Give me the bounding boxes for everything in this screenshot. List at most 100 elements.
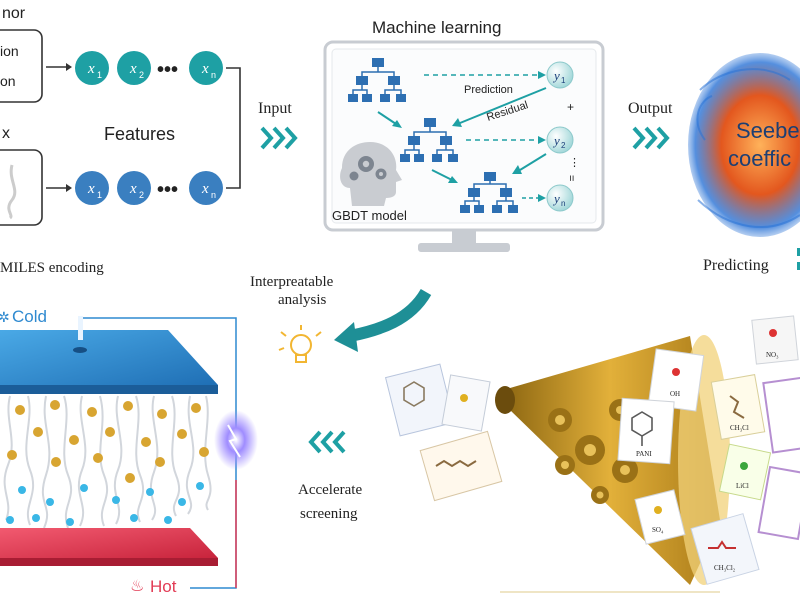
feature-dots-top: ••• bbox=[157, 59, 178, 81]
plus-sign: + bbox=[567, 100, 574, 114]
interpretable-line-2: analysis bbox=[278, 292, 326, 308]
arrowhead-icon bbox=[538, 71, 546, 79]
matrix-arrowhead bbox=[66, 184, 72, 192]
feature-input-panel: nor ion on x x 1 x 2 ••• x n Features bbox=[0, 5, 241, 276]
decision-tree-icon bbox=[348, 58, 406, 102]
svg-text:y: y bbox=[552, 133, 560, 148]
molecule-card-ch3cl: CH₃Cl bbox=[710, 374, 766, 440]
thermo-device: ✲ Cold bbox=[0, 307, 258, 596]
accelerate-line-1: Accelerate bbox=[298, 482, 362, 498]
decision-tree-icon bbox=[400, 118, 458, 162]
cold-probe bbox=[78, 316, 83, 340]
energy-streaks bbox=[696, 68, 800, 228]
gear-icon bbox=[555, 406, 630, 499]
donor-label: nor bbox=[2, 5, 26, 22]
svg-text:x: x bbox=[129, 181, 137, 197]
output-node-y1: y 1 bbox=[546, 61, 574, 89]
brain-gear-icon bbox=[340, 142, 402, 206]
prediction-label: Prediction bbox=[464, 84, 513, 96]
cold-plate bbox=[0, 330, 218, 385]
vertical-dots: ⋮ bbox=[569, 157, 580, 169]
accelerate-screening: Accelerate screening bbox=[298, 430, 362, 522]
smiles-label: MILES encoding bbox=[0, 260, 104, 276]
arrowhead-icon bbox=[452, 118, 462, 127]
lightbulb-icon bbox=[278, 325, 322, 363]
predicting-marker bbox=[797, 262, 800, 270]
molecule-card-so4: SO₄ bbox=[634, 489, 686, 545]
funnel-tip bbox=[495, 386, 515, 414]
chevron-right-icon bbox=[272, 126, 286, 150]
chevron-left-icon bbox=[332, 430, 346, 454]
gbdt-model-label: GBDT model bbox=[332, 208, 407, 223]
svg-text:x: x bbox=[201, 181, 209, 197]
svg-text:x: x bbox=[201, 61, 209, 77]
monitor-neck bbox=[452, 230, 476, 244]
feature-node-bottom-2: x 2 bbox=[117, 171, 151, 205]
chevron-left-icon bbox=[308, 430, 322, 454]
interpretable-line-1: Interpreatable bbox=[250, 274, 334, 290]
residual-arrow-1 bbox=[459, 87, 547, 124]
tree-link-arrow-1 bbox=[377, 111, 397, 125]
monitor-stand bbox=[418, 243, 510, 252]
svg-text:x: x bbox=[87, 181, 95, 197]
accelerate-line-2: screening bbox=[300, 506, 358, 522]
molecule-card-oh: OH bbox=[647, 348, 705, 412]
svg-text:y: y bbox=[552, 68, 560, 83]
feature-dots-bottom: ••• bbox=[157, 179, 178, 201]
svg-text:x: x bbox=[87, 61, 95, 77]
input-arrow: Input bbox=[258, 100, 298, 150]
svg-text:n: n bbox=[561, 199, 565, 208]
donor-line-2: on bbox=[0, 73, 16, 89]
gold-ions bbox=[7, 400, 209, 483]
seebeck-panel: Seebe coeffic Predicting bbox=[688, 53, 800, 274]
donor-line-1: ion bbox=[0, 43, 19, 59]
svg-text:x: x bbox=[129, 61, 137, 77]
arrowhead-icon bbox=[512, 165, 522, 174]
predicting-marker bbox=[797, 248, 800, 256]
molecule-card-side bbox=[757, 376, 800, 541]
input-label: Input bbox=[258, 100, 292, 117]
residual-arrow-2 bbox=[519, 153, 547, 171]
chevron-right-icon bbox=[656, 126, 670, 150]
svg-text:CH₃Cl: CH₃Cl bbox=[730, 424, 749, 432]
molecule-card-pani: PANI bbox=[617, 397, 675, 465]
ml-monitor: Machine learning bbox=[323, 18, 605, 252]
feature-node-top-1: x 1 bbox=[75, 51, 109, 85]
svg-text:1: 1 bbox=[97, 190, 102, 200]
seebeck-glow bbox=[688, 53, 800, 237]
hot-plate-edge bbox=[0, 558, 218, 566]
svg-text:PANI: PANI bbox=[636, 450, 652, 458]
feature-node-top-2: x 2 bbox=[117, 51, 151, 85]
equals-sign: = bbox=[565, 175, 577, 181]
interpretable-analysis: Interpreatable analysis bbox=[250, 274, 432, 363]
svg-text:LiCl: LiCl bbox=[736, 482, 749, 490]
analysis-arrow-shaft bbox=[348, 288, 432, 342]
flame-icon: ♨ bbox=[130, 578, 144, 595]
molecule-strand-icon bbox=[7, 164, 17, 220]
spark-icon bbox=[227, 424, 241, 458]
svg-text:2: 2 bbox=[139, 190, 144, 200]
predicting-label: Predicting bbox=[703, 257, 769, 274]
molecule-card-left bbox=[384, 363, 503, 502]
features-label: Features bbox=[104, 124, 175, 144]
cold-plate-edge bbox=[0, 385, 218, 394]
matrix-label: x bbox=[2, 125, 10, 142]
chevron-right-icon bbox=[644, 126, 658, 150]
polymer-chains bbox=[3, 395, 212, 529]
molecule-card-ch3cl2: CH₃Cl₂ bbox=[690, 513, 760, 585]
svg-text:CH₃Cl₂: CH₃Cl₂ bbox=[714, 564, 736, 572]
tree-link-arrow-2 bbox=[431, 169, 453, 181]
svg-text:y: y bbox=[552, 191, 560, 206]
arrowhead-icon bbox=[538, 194, 546, 202]
output-node-y2: y 2 bbox=[546, 126, 574, 154]
arrowhead-icon bbox=[538, 136, 546, 144]
chevron-right-icon bbox=[632, 126, 646, 150]
ml-title: Machine learning bbox=[372, 18, 501, 37]
snowflake-icon: ✲ bbox=[0, 309, 10, 325]
screening-funnel: NO₃ OH CH₃Cl LiCl PANI SO₄ bbox=[384, 315, 800, 593]
blue-ions bbox=[6, 482, 204, 526]
chevron-right-icon bbox=[284, 126, 298, 150]
svg-text:n: n bbox=[211, 190, 216, 200]
svg-text:2: 2 bbox=[561, 141, 566, 150]
donor-arrowhead bbox=[66, 63, 72, 71]
